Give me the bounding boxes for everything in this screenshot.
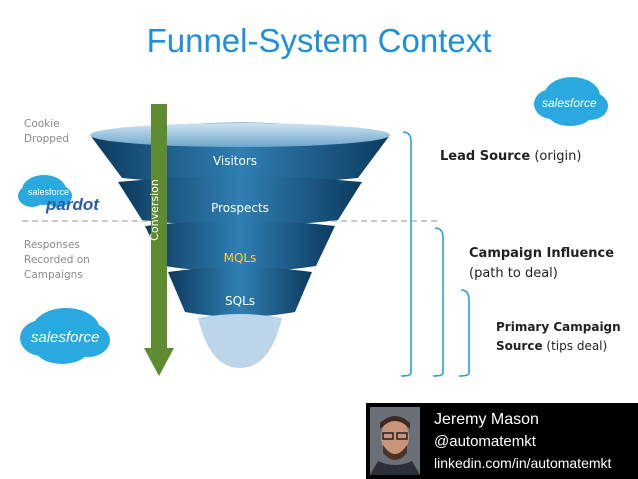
- stage-label-sqls: SQLs: [225, 294, 255, 308]
- lead-source-rest: (origin): [530, 149, 582, 164]
- pardot-logo: salesforce pardot: [18, 175, 100, 214]
- primary-bold-2: Source: [496, 339, 543, 353]
- cookie-dropped-label: Cookie Dropped: [24, 117, 69, 147]
- responses-label-line1: Responses: [24, 239, 80, 251]
- bracket-lead-source: [400, 131, 412, 377]
- responses-label: Responses Recorded on Campaigns: [24, 238, 90, 283]
- salesforce-logo-top: salesforce: [534, 77, 608, 126]
- pardot-text: pardot: [45, 195, 100, 214]
- funnel-tip: [198, 314, 282, 368]
- campaign-influence-rest: (path to deal): [469, 266, 558, 281]
- campaign-influence-bold: Campaign Influence: [469, 246, 615, 261]
- presenter-name: Jeremy Mason: [434, 411, 539, 428]
- stage-label-mqls: MQLs: [223, 251, 257, 265]
- lead-source-label: Lead Source (origin): [440, 147, 630, 167]
- primary-rest: (tips deal): [542, 339, 608, 353]
- conversion-arrow: [144, 104, 174, 376]
- stage-label-prospects: Prospects: [211, 201, 269, 215]
- presenter-card: Jeremy Mason @automatemkt linkedin.com/i…: [366, 403, 638, 479]
- responses-label-line2: Recorded on: [24, 254, 90, 266]
- cookie-label-line2: Dropped: [24, 133, 70, 145]
- stage-label-visitors: Visitors: [212, 154, 258, 168]
- campaign-influence-label: Campaign Influence (path to deal): [469, 244, 634, 284]
- pardot-small-text: salesforce: [28, 187, 69, 197]
- responses-label-line3: Campaigns: [24, 269, 83, 281]
- primary-bold-1: Primary Campaign: [496, 320, 621, 334]
- salesforce-top-text: salesforce: [542, 96, 597, 110]
- presenter-photo: [370, 407, 420, 475]
- funnel-stage-mqls: [145, 220, 335, 272]
- funnel-graphic: [90, 122, 390, 368]
- funnel-top-ellipse: [90, 123, 390, 147]
- salesforce-bottom-text: salesforce: [31, 329, 99, 346]
- brackets: [400, 131, 470, 377]
- salesforce-logo-bottom: salesforce: [20, 308, 110, 364]
- bracket-campaign-influence: [432, 227, 444, 377]
- funnel-stage-sqls: [168, 267, 312, 317]
- primary-source-label: Primary Campaign Source (tips deal): [496, 318, 634, 356]
- funnel-stage-prospects: [118, 176, 362, 226]
- bracket-primary-source: [458, 289, 470, 377]
- lead-source-bold: Lead Source: [440, 149, 531, 164]
- page-title: Funnel-System Context: [146, 22, 492, 59]
- cookie-label-line1: Cookie: [24, 118, 60, 130]
- presenter-url: linkedin.com/in/automatemkt: [434, 455, 612, 471]
- presenter-handle: @automatemkt: [434, 433, 536, 450]
- conversion-label: Conversion: [148, 179, 161, 241]
